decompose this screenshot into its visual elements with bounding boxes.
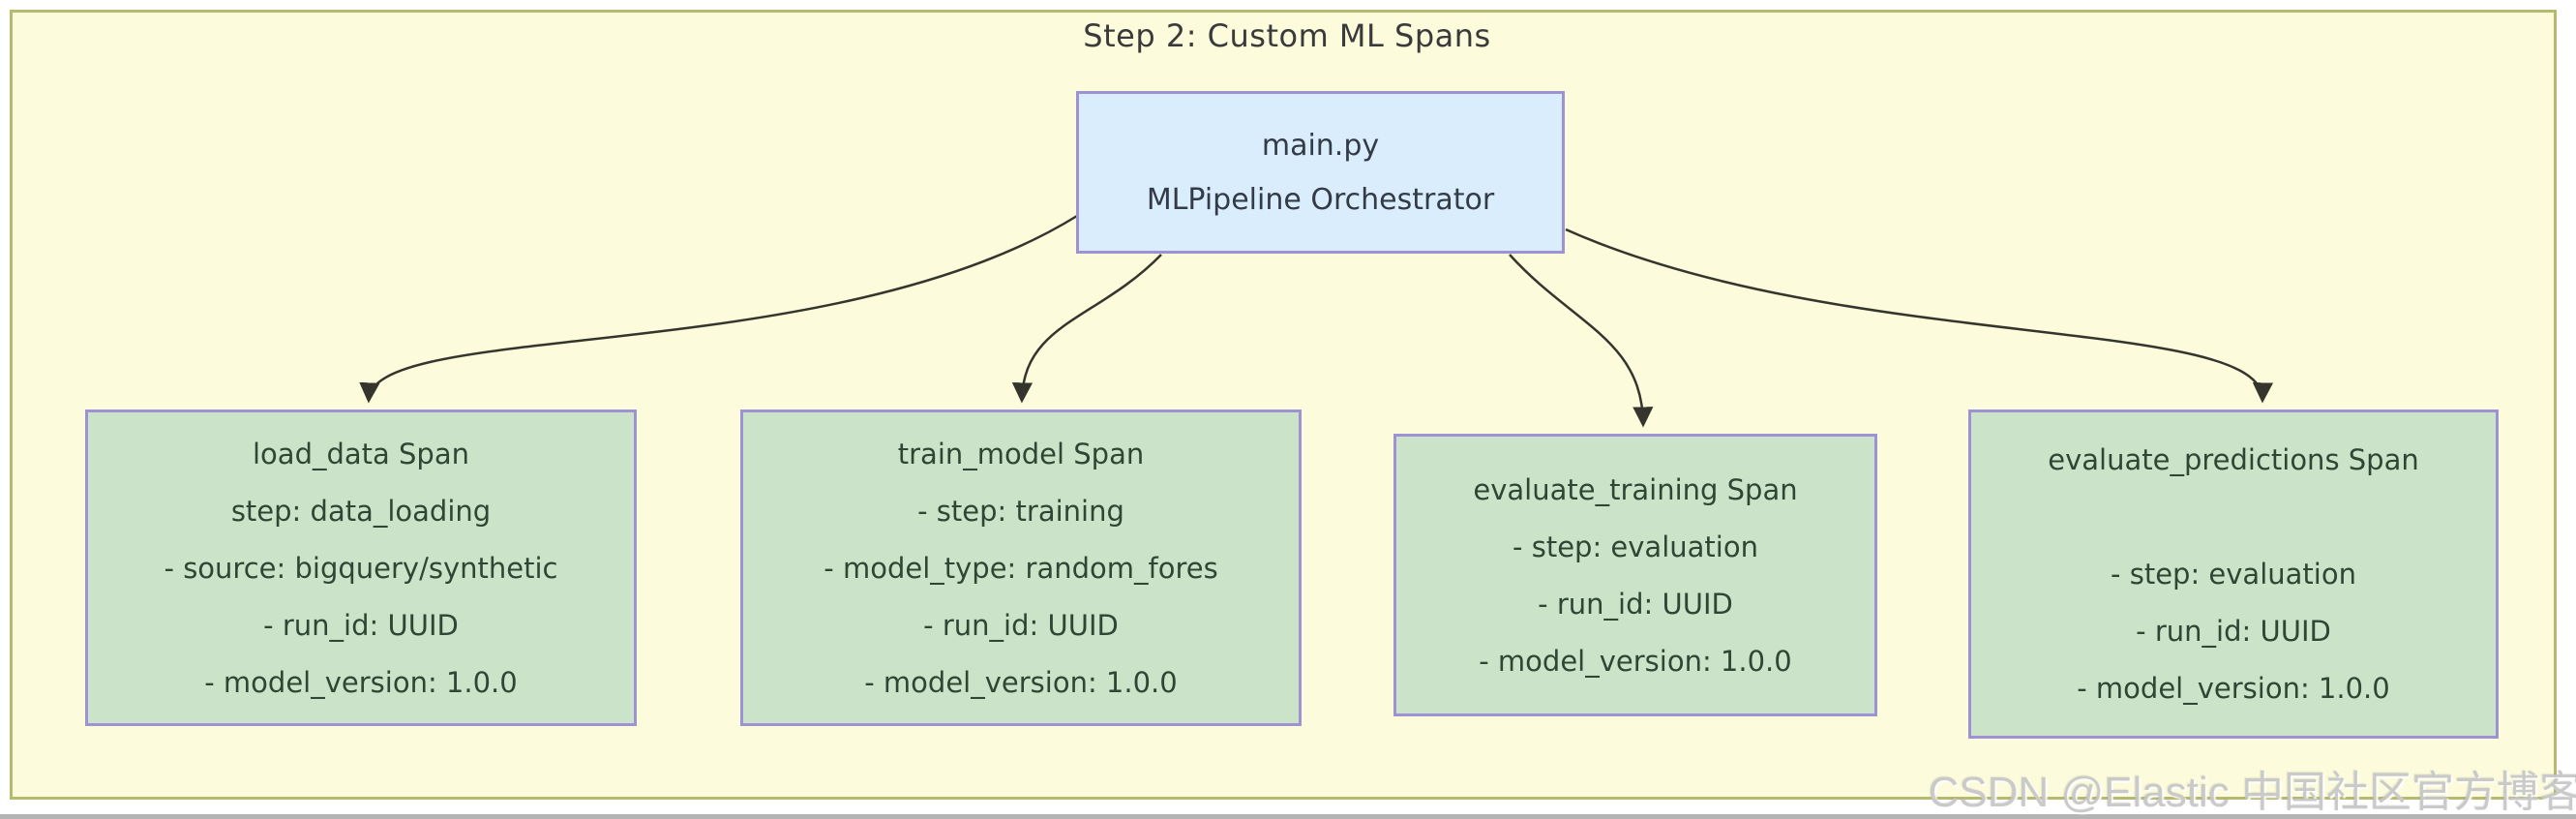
node-main-py-orchestrator: main.py MLPipeline Orchestrator: [1076, 91, 1565, 254]
node-title: train_model Span: [897, 437, 1145, 470]
node-title: evaluate_predictions Span: [2048, 443, 2419, 476]
node-attr-run-id: - run_id: UUID: [923, 608, 1119, 642]
node-attr-step: step: data_loading: [230, 494, 492, 528]
csdn-watermark: CSDN @Elastic 中国社区官方博客: [1928, 769, 2576, 816]
node-attr-step: - step: evaluation: [2111, 558, 2356, 591]
node-load-data-span: load_data Span step: data_loading - sour…: [85, 410, 637, 726]
node-title: evaluate_training Span: [1473, 472, 1798, 506]
node-evaluate-training-span: evaluate_training Span - step: evaluatio…: [1393, 434, 1877, 716]
node-attr-model-type: - model_type: random_fores: [824, 551, 1218, 585]
node-attr-model-version: - model_version: 1.0.0: [864, 665, 1178, 699]
node-attr-step: - step: evaluation: [1513, 530, 1758, 563]
node-title: main.py: [1261, 128, 1380, 163]
node-attr-run-id: - run_id: UUID: [263, 608, 459, 642]
node-attr-source: - source: bigquery/synthetic: [164, 551, 558, 585]
horizontal-scrollbar[interactable]: [0, 814, 2576, 819]
node-attr-model-version: - model_version: 1.0.0: [2077, 672, 2390, 705]
node-title: load_data Span: [253, 437, 469, 470]
node-attr-run-id: - run_id: UUID: [2136, 615, 2331, 648]
node-attr-model-version: - model_version: 1.0.0: [204, 665, 518, 699]
node-train-model-span: train_model Span - step: training - mode…: [740, 410, 1302, 726]
node-attr-run-id: - run_id: UUID: [1538, 587, 1733, 621]
diagram-title: Step 2: Custom ML Spans: [1083, 17, 1491, 54]
node-subtitle: MLPipeline Orchestrator: [1146, 182, 1495, 217]
node-evaluate-predictions-span: evaluate_predictions Span - step: evalua…: [1968, 410, 2499, 739]
node-attr-step: - step: training: [917, 494, 1124, 528]
node-attr-model-version: - model_version: 1.0.0: [1479, 644, 1792, 678]
